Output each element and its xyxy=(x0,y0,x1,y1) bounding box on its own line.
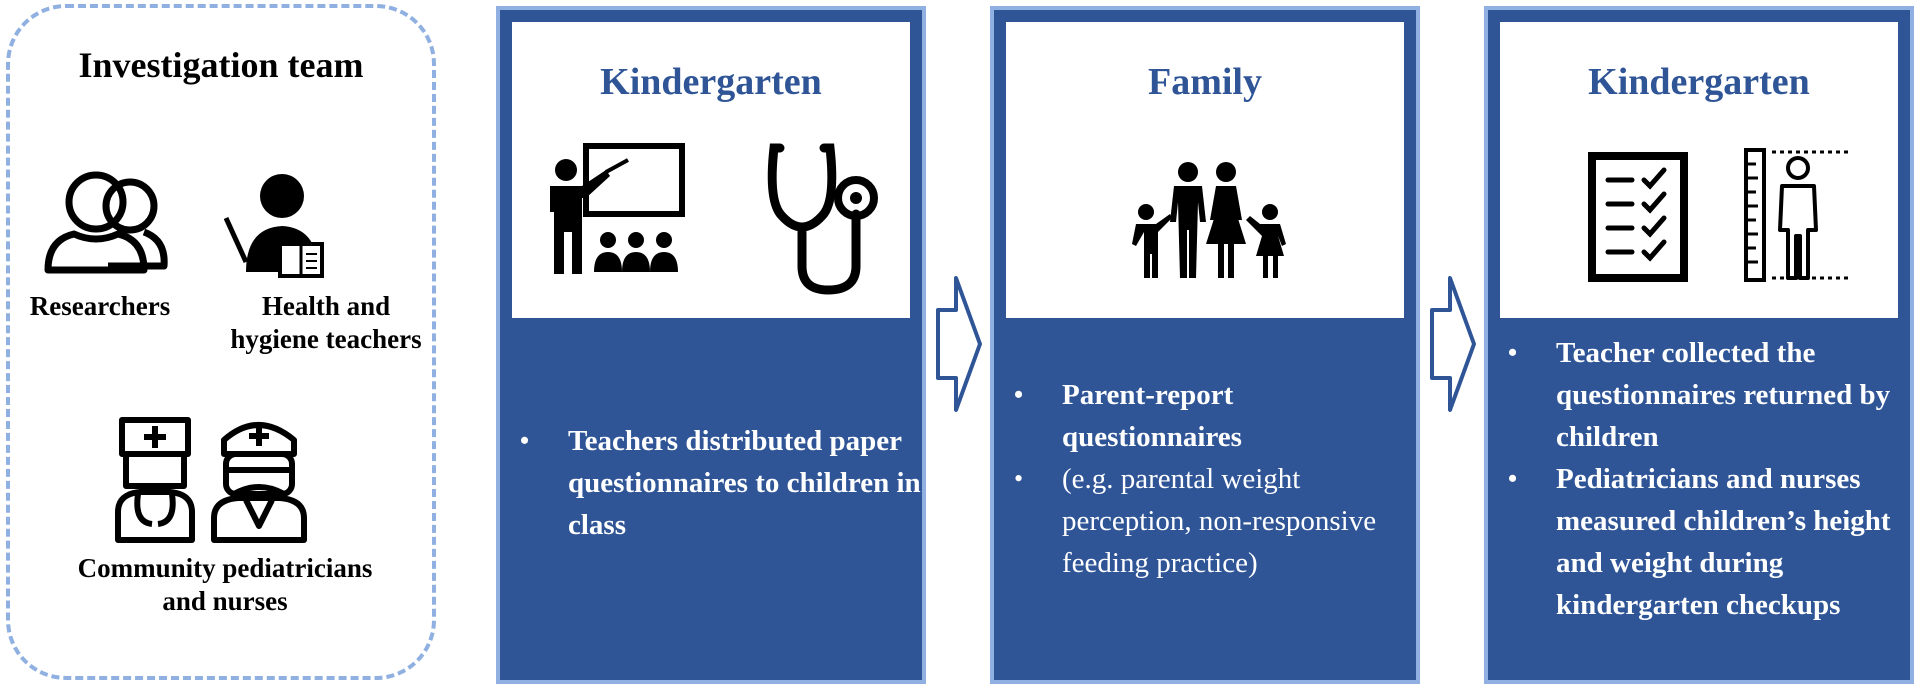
stage-header: Kindergarten xyxy=(512,22,910,318)
role-label-researchers: Researchers xyxy=(29,291,171,321)
stage-title: Family xyxy=(1148,61,1262,103)
stage-header: Kindergarten xyxy=(1500,22,1898,318)
investigation-team-box: Investigation team Researchers Health an… xyxy=(6,4,436,680)
role-label-pediatricians-nurses: Community pediatricians and nurses xyxy=(77,553,373,616)
role-label-health-teachers: Health and hygiene teachers xyxy=(230,291,422,354)
list-item: (e.g. parental weight perception, non-re… xyxy=(994,458,1416,584)
stage-header: Family xyxy=(1006,22,1404,318)
stage-family: Family Parent-report questionnaires (e.g… xyxy=(990,6,1420,684)
height-measure-icon xyxy=(1744,148,1850,282)
list-item: Teacher collected the questionnaires ret… xyxy=(1488,332,1910,458)
team-title: Investigation team xyxy=(78,45,364,85)
stethoscope-icon xyxy=(767,143,878,295)
flow-arrow-right-icon xyxy=(1430,276,1476,412)
family-icon xyxy=(1132,162,1286,278)
stage-description-list: Teacher collected the questionnaires ret… xyxy=(1488,332,1910,626)
list-item: Parent-report questionnaires xyxy=(994,374,1416,458)
list-item: Pediatricians and nurses measured childr… xyxy=(1488,458,1910,626)
checklist-icon xyxy=(1588,152,1688,282)
flow-arrow-right-icon xyxy=(936,276,982,412)
classroom-teacher-icon xyxy=(550,143,685,274)
stage-description-list: Parent-report questionnaires (e.g. paren… xyxy=(994,374,1416,584)
stage-title: Kindergarten xyxy=(600,61,822,103)
stage-title: Kindergarten xyxy=(1588,61,1810,103)
stage-description-list: Teachers distributed paper questionnaire… xyxy=(500,420,922,546)
list-item: Teachers distributed paper questionnaire… xyxy=(500,420,922,546)
stage-kindergarten-collection: Kindergarten xyxy=(1484,6,1914,684)
stage-kindergarten-distribution: Kindergarten Teachers distributed paper … xyxy=(496,6,926,684)
doctor-nurse-icon xyxy=(115,417,307,543)
teacher-reading-icon xyxy=(224,174,324,278)
people-icon xyxy=(44,171,168,274)
